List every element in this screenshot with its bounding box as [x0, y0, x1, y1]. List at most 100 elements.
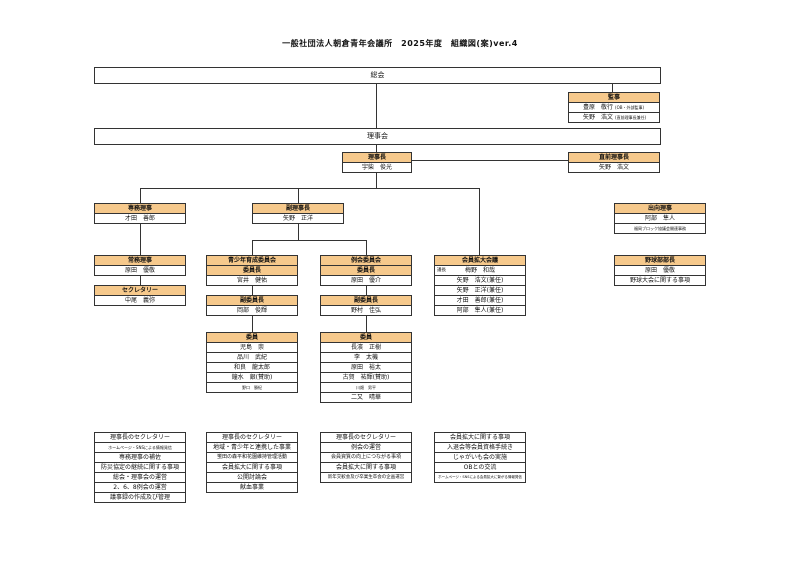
auditor-row: 豊原 敬行(OB・外部監事): [569, 103, 659, 113]
connector-line: [252, 286, 253, 295]
baseball-club-header: 野球部部長: [615, 256, 705, 266]
youth-member: 児島 崇: [207, 343, 297, 353]
connector-line: [140, 188, 479, 189]
connector-line: [612, 84, 613, 92]
duty-item: 理事長のセクレタリー: [207, 433, 297, 443]
president-name: 宇柴 俊光: [361, 164, 392, 171]
secretary-name: 中尾 義弥: [124, 297, 155, 304]
duty-item: 会員拡大に関する事項: [321, 463, 411, 473]
connector-line: [298, 223, 299, 240]
vice-president-name: 矢野 正洋: [282, 215, 313, 222]
regular-member: 原田 裕太: [321, 363, 411, 373]
executive-director-box: 専務理事 才田 善郎: [94, 203, 186, 224]
baseball-club-box: 野球部部長 原田 優敬 野球大会に関する事項: [614, 255, 706, 286]
connector-line: [140, 188, 141, 203]
youth-member: 鐘水 銀(賛助): [207, 373, 297, 383]
duty-item: ホームページ・SNSによる情報発信: [95, 443, 185, 453]
youth-vice-name: 岡部 俊輝: [236, 307, 267, 314]
youth-vice-label: 副委員長: [207, 296, 297, 306]
managing-director-header: 常務理事: [95, 256, 185, 266]
youth-chair-label: 委員長: [207, 266, 297, 276]
duty-item: 議事録の作成及び管理: [109, 494, 170, 501]
auditors-box: 監事 豊原 敬行(OB・外部監事) 矢野 浩文(直前理事長兼任): [568, 92, 660, 123]
regular-vice-name: 野村 佳弘: [350, 307, 381, 314]
duty-item: じゃがいも会の実施: [435, 453, 525, 463]
managing-director-box: 常務理事 原田 優敬: [94, 255, 186, 276]
duty-item: 地域・青少年と連携した事業: [207, 443, 297, 453]
regular-vice-label: 副委員長: [321, 296, 411, 306]
duty-item: 会員拡大に関する事項: [207, 463, 297, 473]
expansion-chair-name: 梅野 和哉: [464, 267, 495, 274]
connector-line: [376, 84, 377, 128]
expansion-meeting-header: 会員拡大会議: [435, 256, 525, 266]
vice-president-header: 副理事長: [253, 204, 343, 214]
expansion-member: 矢野 浩文(兼任): [435, 276, 525, 286]
managing-director-name: 原田 優敬: [124, 267, 155, 274]
connector-line: [252, 240, 366, 241]
youth-members-box: 委員 児島 崇 品川 武紀 和良 龍太郎 鐘水 銀(賛助) 野口 勝紀: [206, 332, 298, 393]
connector-line: [140, 223, 141, 255]
connector-line: [366, 240, 367, 255]
youth-member: 和良 龍太郎: [207, 363, 297, 373]
expansion-member: 矢野 正洋(兼任): [435, 286, 525, 296]
connector-line: [140, 275, 141, 285]
youth-member: 品川 武紀: [207, 353, 297, 363]
page-title: 一般社団法人朝倉青年会議所 2025年度 組織図(案)ver.4: [282, 39, 518, 48]
duty-item: 専務理事の補佐: [95, 453, 185, 463]
past-president-header: 直前理事長: [569, 153, 659, 163]
regular-member: 長濱 正樹: [321, 343, 411, 353]
executive-director-name: 才田 善郎: [124, 215, 155, 222]
regular-member: 李 太機: [321, 353, 411, 363]
youth-chair-name: 宮井 健佑: [236, 277, 267, 284]
duty-item: 防災協定の継続に関する事項: [95, 463, 185, 473]
president-header: 理事長: [343, 153, 411, 163]
baseball-club-name: 原田 優敬: [615, 266, 705, 276]
duty-item: 総会・理事会の運営: [95, 473, 185, 483]
auditor-name: 豊原 敬行: [583, 104, 614, 111]
vice-president-box: 副理事長 矢野 正洋: [252, 203, 344, 224]
past-president-box: 直前理事長 矢野 浩文: [568, 152, 660, 173]
connector-line: [479, 188, 480, 255]
auditor-note: (OB・外部監事): [615, 105, 645, 110]
secretary-header: セクレタリー: [95, 286, 185, 296]
past-president-name: 矢野 浩文: [598, 164, 629, 171]
duty-item: 新年交歓会及び卒業生卒会の企画運営: [327, 475, 405, 480]
general-assembly-label: 総会: [370, 71, 385, 79]
expansion-member: 阿部 隼人(兼任): [456, 307, 504, 314]
seconded-director-header: 出向理事: [615, 204, 705, 214]
duty-item: 入退会等会員資格手続き: [435, 443, 525, 453]
regular-member: 古賀 祐輝(賛助): [321, 373, 411, 383]
connector-line: [376, 172, 377, 188]
duties-list-1: 理事長のセクレタリー ホームページ・SNSによる情報発信 専務理事の補佐 防災協…: [94, 432, 186, 503]
regular-vice-box: 副委員長 野村 佳弘: [320, 295, 412, 316]
board-label: 理事会: [367, 132, 388, 140]
president-box: 理事長 宇柴 俊光: [342, 152, 412, 173]
auditors-header: 監事: [569, 93, 659, 103]
connector-line: [366, 286, 367, 295]
duty-item: 2、6、8例会の運営: [95, 483, 185, 493]
expansion-chair-row: 議長 梅野 和哉: [435, 266, 525, 276]
expansion-chair-prefix: 議長: [437, 268, 446, 273]
youth-committee-box: 青少年育成委員会 委員長 宮井 健佑: [206, 255, 298, 286]
baseball-club-duty: 野球大会に関する事項: [629, 277, 690, 284]
auditor-note: (直前理事長兼任): [615, 115, 647, 120]
regular-member: 二又 晴華: [350, 394, 381, 401]
seconded-director-note: 福岡ブロック協議会開連事務: [634, 226, 686, 231]
auditor-row: 矢野 浩文(直前理事長兼任): [569, 113, 659, 122]
executive-director-header: 専務理事: [95, 204, 185, 214]
secretary-box: セクレタリー 中尾 義弥: [94, 285, 186, 306]
expansion-meeting-box: 会員拡大会議 議長 梅野 和哉 矢野 浩文(兼任) 矢野 正洋(兼任) 才田 善郎…: [434, 255, 526, 316]
seconded-director-name: 阿部 隼人: [615, 214, 705, 224]
duties-list-2: 理事長のセクレタリー 地域・青少年と連携した事業 蛍田の森平和花園維持管理活動 …: [206, 432, 298, 493]
regular-chair-label: 委員長: [321, 266, 411, 276]
duties-list-3: 理事長のセクレタリー 例会の運営 会員資質の向上につながる事項 会員拡大に関する…: [320, 432, 412, 483]
youth-members-label: 委員: [207, 333, 297, 343]
expansion-member: 才田 善郎(兼任): [435, 296, 525, 306]
duty-item: 例会の運営: [321, 443, 411, 453]
youth-member: 野口 勝紀: [242, 385, 262, 390]
regular-member: 川畑 男平: [321, 383, 411, 393]
duty-item: 会員資質の向上につながる事項: [321, 453, 411, 463]
duty-item: 蛍田の森平和花園維持管理活動: [207, 453, 297, 463]
duty-item: 公開討論会: [207, 473, 297, 483]
connector-line: [252, 315, 253, 332]
